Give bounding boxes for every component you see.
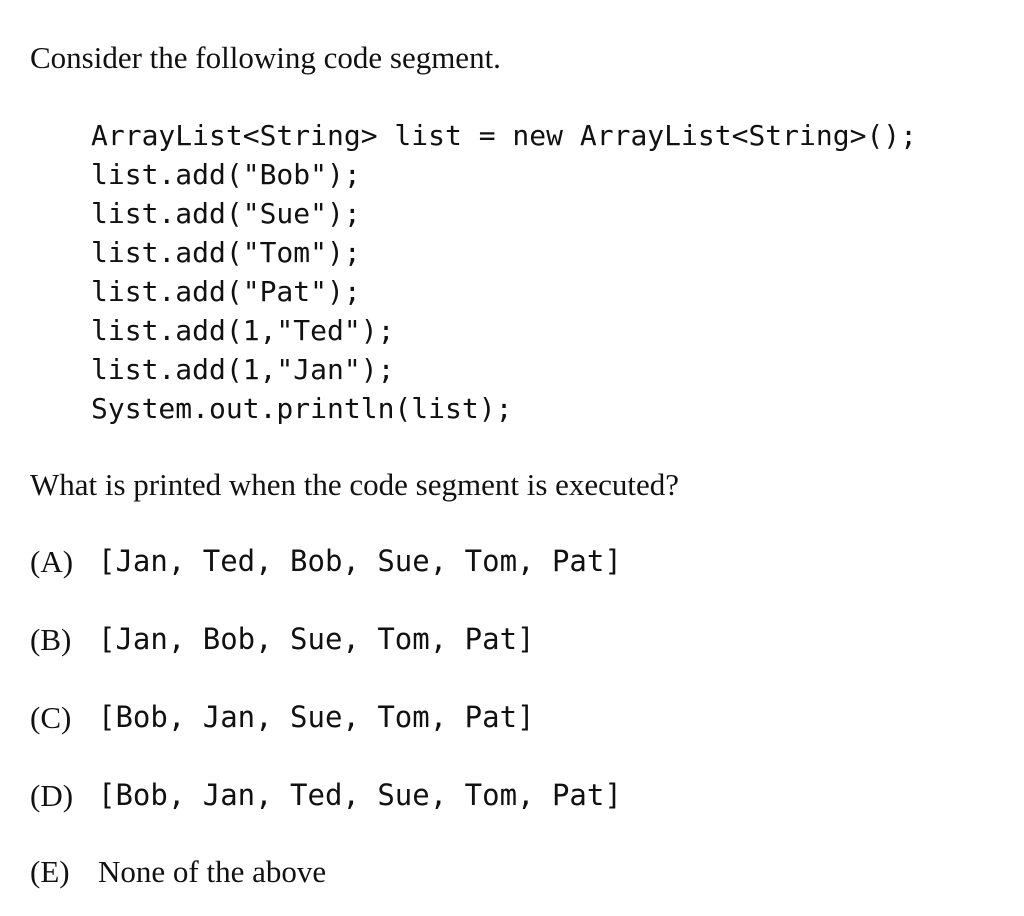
choice-letter: (C) [30, 699, 72, 735]
choice-text: [Jan, Bob, Sue, Tom, Pat] [98, 622, 535, 656]
question-text: What is printed when the code segment is… [30, 467, 680, 502]
code-line: ArrayList<String> list = new ArrayList<S… [91, 119, 918, 152]
choice-letter: (D) [30, 777, 74, 813]
code-line: list.add("Tom"); [91, 236, 361, 269]
answer-choice-e: (E) None of the above [30, 851, 326, 891]
code-line: list.add(1,"Jan"); [91, 353, 395, 386]
code-line: list.add("Pat"); [91, 275, 361, 308]
intro-text: Consider the following code segment. [30, 40, 501, 75]
answer-choice-a: (A) [Jan, Ted, Bob, Sue, Tom, Pat] [30, 541, 622, 581]
choice-text: [Bob, Jan, Sue, Tom, Pat] [98, 700, 535, 734]
choice-letter: (A) [30, 543, 74, 579]
choice-letter: (E) [30, 853, 70, 889]
choice-text: None of the above [98, 853, 327, 889]
answer-choice-c: (C) [Bob, Jan, Sue, Tom, Pat] [30, 697, 535, 737]
answer-choice-b: (B) [Jan, Bob, Sue, Tom, Pat] [30, 619, 535, 659]
choice-text: [Bob, Jan, Ted, Sue, Tom, Pat] [98, 778, 622, 812]
choice-letter: (B) [30, 621, 72, 657]
code-line: list.add("Sue"); [91, 197, 361, 230]
code-line: list.add(1,"Ted"); [91, 314, 395, 347]
code-line: list.add("Bob"); [91, 158, 361, 191]
code-line: System.out.println(list); [91, 392, 513, 425]
answer-choice-d: (D) [Bob, Jan, Ted, Sue, Tom, Pat] [30, 775, 622, 815]
choice-text: [Jan, Ted, Bob, Sue, Tom, Pat] [98, 544, 622, 578]
code-block: ArrayList<String> list = new ArrayList<S… [91, 116, 917, 428]
